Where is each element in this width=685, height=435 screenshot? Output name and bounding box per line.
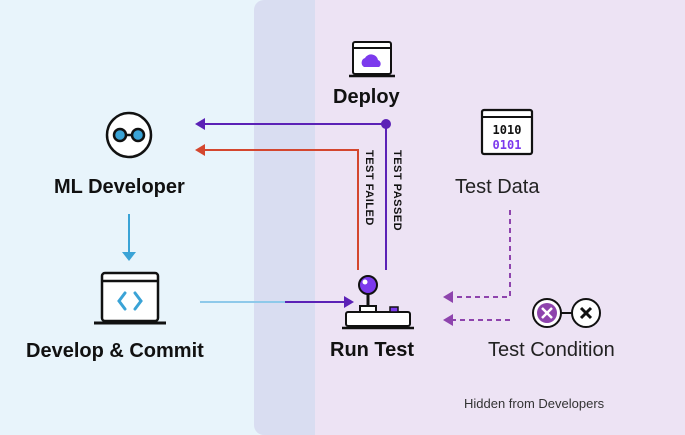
- test-data-line: [452, 210, 511, 298]
- deploy-junction-dot: [381, 119, 391, 129]
- failed-arrowhead: [195, 144, 205, 156]
- ml-developer-label: ML Developer: [54, 176, 185, 198]
- deploy-label: Deploy: [333, 86, 400, 108]
- test-condition-label: Test Condition: [488, 339, 615, 361]
- binary-top-text: 1010: [493, 123, 522, 137]
- test-condition-arrowhead: [443, 314, 453, 326]
- joystick-icon: [342, 275, 414, 330]
- dev-to-commit-arrowhead: [122, 252, 136, 261]
- hidden-zone-note: Hidden from Developers: [464, 396, 605, 411]
- commit-arrowhead: [344, 296, 354, 308]
- binary-data-icon: 1010 0101: [480, 108, 534, 156]
- cloud-window-icon: [349, 41, 395, 78]
- passed-arrowhead: [195, 118, 205, 130]
- test-data-label: Test Data: [455, 176, 540, 198]
- code-window-icon: [94, 271, 166, 325]
- overlap-zone: [254, 0, 315, 435]
- test-failed-line: [203, 149, 359, 270]
- test-data-arrowhead: [443, 291, 453, 303]
- pass-fail-toggle-icon: [532, 298, 601, 328]
- test-passed-label: TEST PASSED: [391, 150, 403, 232]
- test-failed-label: TEST FAILED: [363, 150, 375, 226]
- run-test-label: Run Test: [330, 339, 415, 361]
- binary-bottom-text: 0101: [493, 138, 522, 152]
- develop-commit-label: Develop & Commit: [26, 340, 204, 362]
- glasses-face-icon: [105, 111, 153, 159]
